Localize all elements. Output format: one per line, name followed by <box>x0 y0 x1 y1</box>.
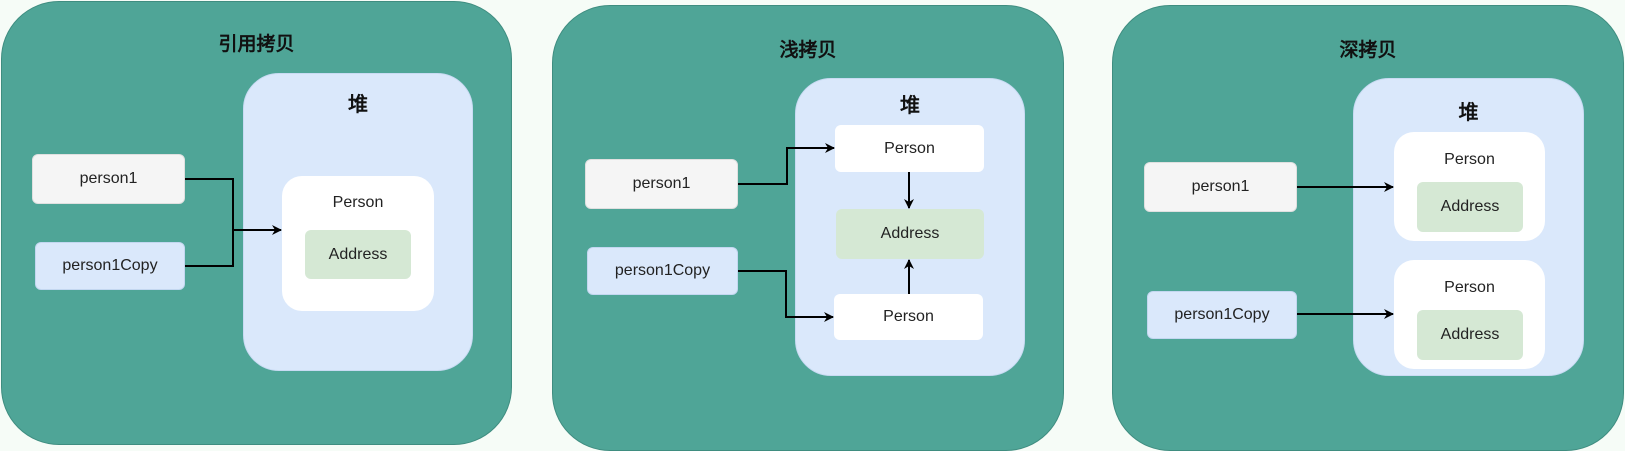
heap-title: 堆 <box>1458 100 1479 124</box>
person1copy-variable: person1Copy <box>35 242 185 290</box>
address-object-1: Address <box>1417 182 1523 232</box>
person-object-top: Person <box>835 125 984 172</box>
arrow-person1-to-person <box>185 178 282 235</box>
arrow-person1copy-to-person-bottom <box>738 270 834 322</box>
panel-title: 深拷贝 <box>1339 39 1397 61</box>
address-object: Address <box>836 209 984 259</box>
panel-title: 引用拷贝 <box>218 33 295 55</box>
person-object-bottom: Person <box>834 294 983 340</box>
heap-title: 堆 <box>348 92 368 116</box>
heap-title: 堆 <box>900 93 920 117</box>
person1-variable: person1 <box>32 154 185 204</box>
person-label: Person <box>332 194 384 211</box>
person-object-1: Person Address <box>1394 132 1545 241</box>
person1copy-variable: person1Copy <box>1147 291 1297 339</box>
person-label: Person <box>1444 279 1495 296</box>
person1copy-variable: person1Copy <box>587 247 738 295</box>
person-label: Person <box>1444 151 1495 168</box>
address-object-2: Address <box>1417 310 1523 360</box>
panel-title: 浅拷贝 <box>779 39 837 61</box>
person-object: Person Address <box>282 176 434 311</box>
heap-container: 堆 <box>243 73 473 371</box>
arrow-person1copy-to-person <box>185 230 234 267</box>
arrow-person1-to-person-top <box>738 143 835 185</box>
person-object-2: Person Address <box>1394 260 1545 369</box>
person1-variable: person1 <box>1144 162 1297 212</box>
address-object: Address <box>305 230 411 279</box>
person1-variable: person1 <box>585 159 738 209</box>
